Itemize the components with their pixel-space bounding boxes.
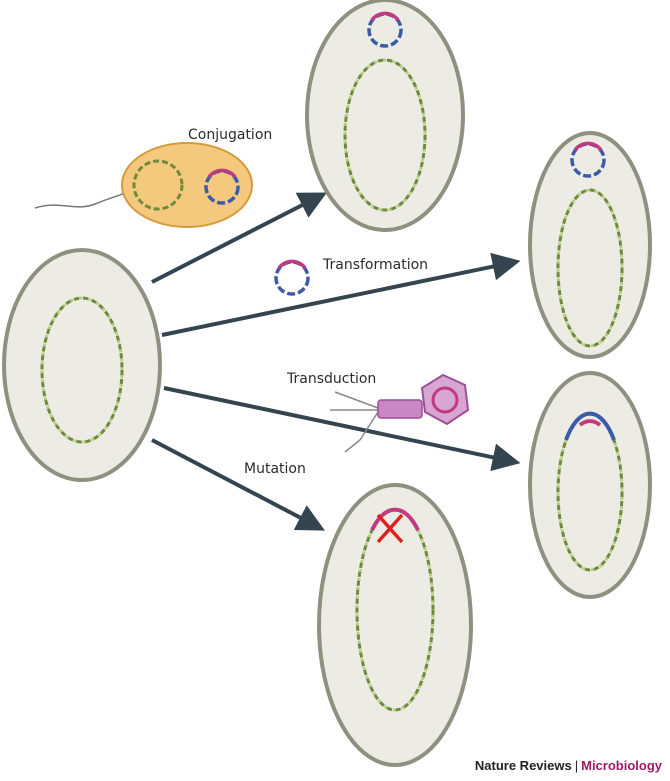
label-transformation: Transformation — [323, 257, 429, 273]
conjugation-recipient-cell — [305, 0, 465, 232]
credit-section: Microbiology — [581, 758, 662, 773]
chromosome-transformation — [556, 188, 624, 348]
credit-separator: | — [574, 758, 579, 773]
mutation-cell — [317, 483, 473, 767]
chromosome-transduction — [556, 411, 624, 572]
phage-head — [420, 373, 470, 426]
transformation-recipient-cell — [528, 131, 652, 359]
integrated-gene-transduction — [564, 411, 616, 441]
chromosome-mutation — [355, 507, 435, 712]
arrow-conjugation — [151, 192, 327, 284]
publication-credit: Nature Reviews|Microbiology — [475, 758, 662, 773]
chromosomes — [40, 58, 624, 712]
donor-pilus — [34, 191, 129, 209]
arrow-transduction — [163, 386, 521, 472]
label-transduction: Transduction — [287, 371, 377, 387]
label-conjugation: Conjugation — [188, 127, 273, 143]
plasmids — [274, 11, 606, 296]
free-plasmid-transformation — [274, 259, 310, 296]
source-cell — [2, 248, 162, 482]
credit-journal: Nature Reviews — [474, 758, 572, 773]
arrow-mutation — [151, 438, 325, 531]
label-mutation: Mutation — [244, 461, 306, 477]
donor-cell — [34, 142, 253, 228]
transduction-recipient-cell — [528, 371, 652, 599]
phage-tail — [377, 399, 423, 419]
chromosome-source — [40, 296, 124, 444]
plasmid-transformation-cell — [570, 141, 606, 178]
arrow-transformation — [161, 252, 521, 337]
arrows — [151, 192, 521, 531]
mutation-cross-icon — [376, 513, 404, 544]
bacteriophage — [330, 373, 470, 453]
plasmid-conjugation-cell — [367, 11, 403, 48]
chromosome-conjugation — [343, 58, 427, 212]
